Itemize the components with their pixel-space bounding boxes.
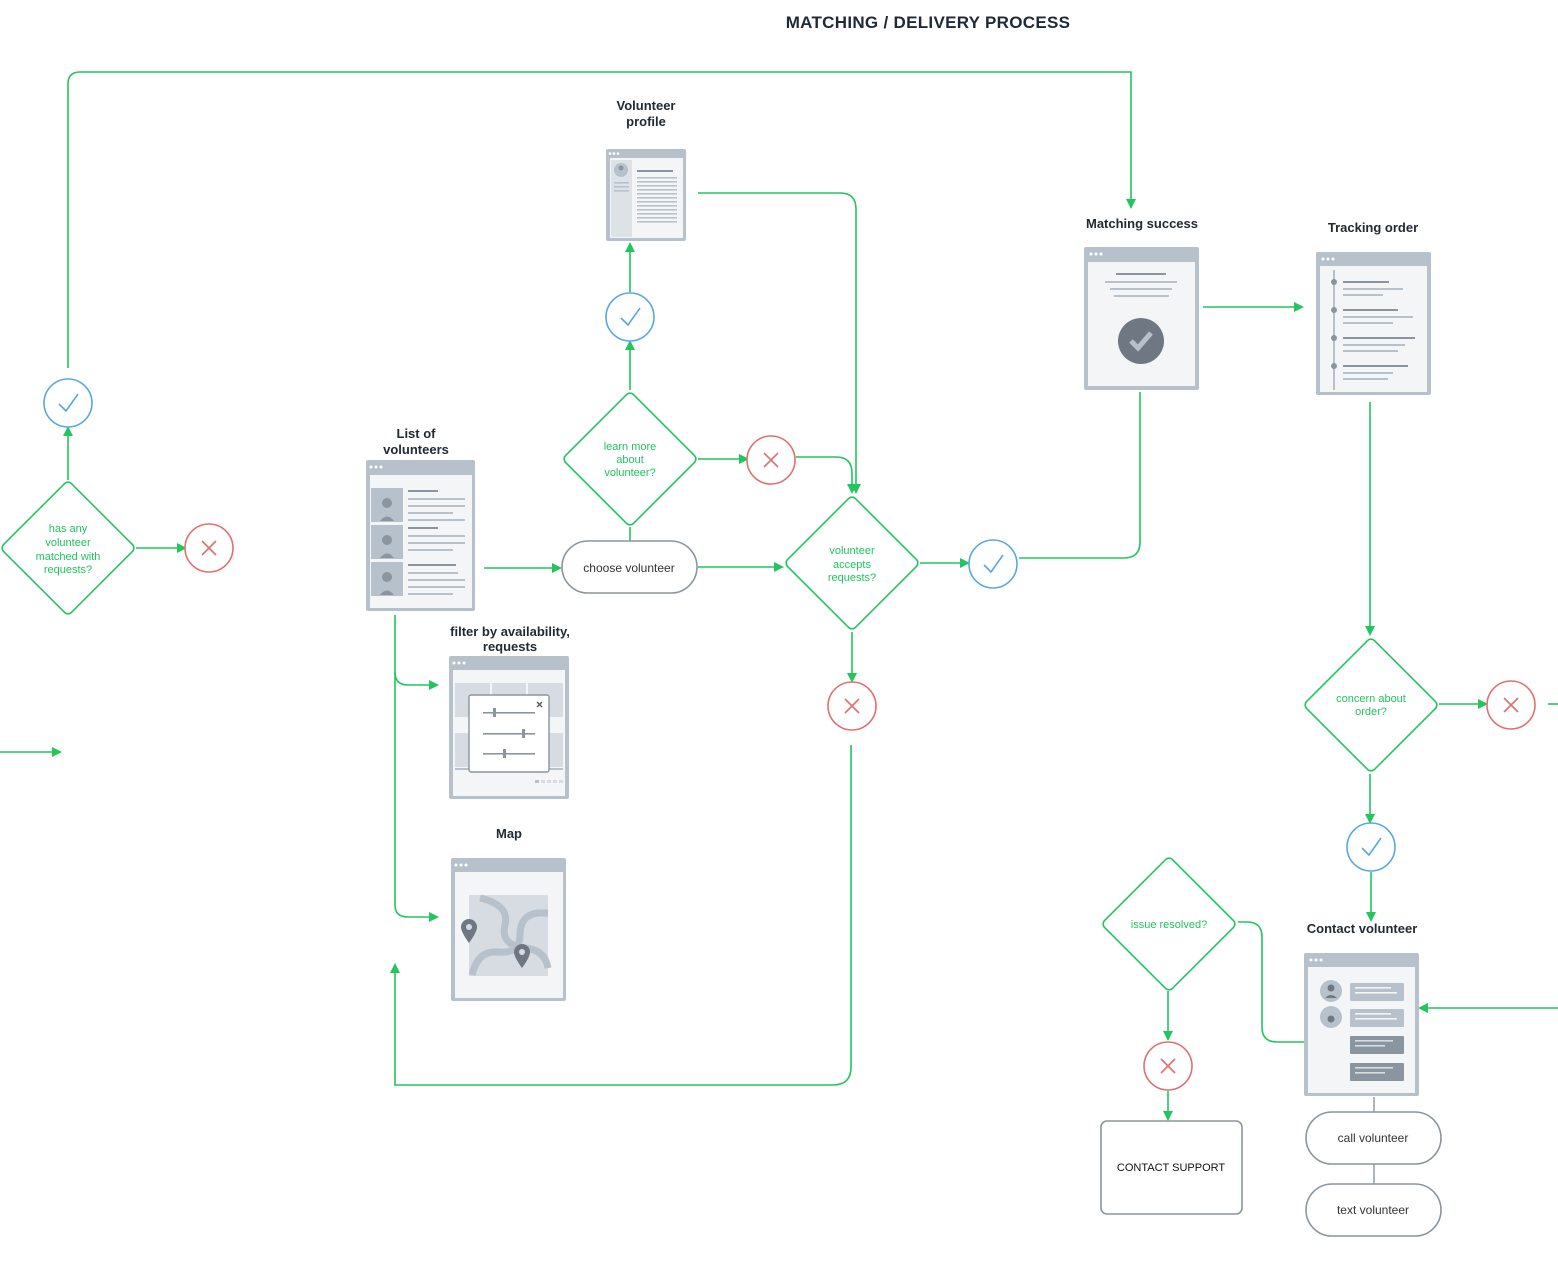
screen-label: profile <box>626 114 666 129</box>
list-of-volunteers-screen[interactable] <box>366 460 475 611</box>
connector <box>1019 392 1141 559</box>
pill-label: text volunteer <box>1337 1203 1409 1217</box>
contact-volunteer-screen[interactable] <box>1304 953 1419 1096</box>
choose-volunteer-pill[interactable]: choose volunteer <box>561 540 698 594</box>
check-circle-icon <box>605 292 655 342</box>
screen-label: Matching success <box>1086 216 1198 231</box>
decision-label: issue resolved? <box>1131 919 1207 931</box>
x-circle-icon <box>746 435 796 485</box>
success-check-icon <box>1118 318 1164 364</box>
contact-support-box[interactable]: CONTACT SUPPORT <box>1100 1120 1243 1215</box>
connector-loop-back <box>390 745 852 1086</box>
decision-issue-resolved: issue resolved? <box>1102 857 1236 991</box>
screen-label: Volunteer <box>617 98 676 113</box>
connector-top-loop <box>67 71 1136 368</box>
decision-label: requests? <box>44 564 92 576</box>
tracking-order-screen[interactable] <box>1316 252 1431 395</box>
box-label: CONTACT SUPPORT <box>1117 1162 1225 1174</box>
connector <box>698 192 861 494</box>
x-circle-icon <box>184 523 234 573</box>
connector <box>796 456 857 494</box>
screen-label: List of <box>397 426 437 441</box>
volunteer-profile-screen[interactable] <box>606 149 686 241</box>
filter-screen[interactable] <box>449 656 569 799</box>
decision-label: about <box>616 454 644 466</box>
decision-has-any-volunteer: has any volunteer matched with requests? <box>1 481 135 615</box>
page-title: MATCHING / DELIVERY PROCESS <box>786 13 1071 32</box>
screen-label: Contact volunteer <box>1307 921 1418 936</box>
decision-label: volunteer <box>829 545 875 557</box>
connector <box>394 672 439 922</box>
decision-label: learn more <box>604 441 657 453</box>
map-screen[interactable] <box>451 858 566 1001</box>
decision-label: order? <box>1355 706 1387 718</box>
check-circle-icon <box>968 539 1018 589</box>
decision-label: has any <box>49 523 88 535</box>
decision-label: matched with <box>36 551 101 563</box>
decision-label: volunteer? <box>604 467 655 479</box>
screen-label: requests <box>483 639 537 654</box>
screen-label: filter by availability, <box>450 624 570 639</box>
screen-label: Map <box>496 826 522 841</box>
decision-learn-more: learn more about volunteer? <box>563 392 697 526</box>
x-circle-icon <box>1143 1041 1193 1091</box>
screen-label: Tracking order <box>1328 220 1418 235</box>
map-pin-icon <box>514 944 530 968</box>
matching-success-screen[interactable] <box>1084 247 1199 390</box>
pill-label: call volunteer <box>1338 1131 1409 1145</box>
check-circle-icon <box>1346 822 1396 872</box>
decision-label: requests? <box>828 572 876 584</box>
decision-concern-about-order: concern about order? <box>1304 638 1438 772</box>
map-pin-icon <box>461 919 477 943</box>
screen-label: volunteers <box>383 442 449 457</box>
x-circle-icon <box>1486 680 1536 730</box>
decision-label: concern about <box>1336 693 1406 705</box>
connector <box>394 615 439 690</box>
pill-label: choose volunteer <box>583 561 674 575</box>
check-circle-icon <box>43 378 93 428</box>
x-circle-icon <box>827 681 877 731</box>
text-volunteer-pill[interactable]: text volunteer <box>1305 1183 1442 1237</box>
connector <box>1238 921 1310 1043</box>
connectors <box>0 71 1558 1184</box>
decision-volunteer-accepts: volunteer accepts requests? <box>785 496 919 630</box>
call-volunteer-pill[interactable]: call volunteer <box>1305 1111 1442 1165</box>
decision-label: accepts <box>833 559 871 571</box>
decision-label: volunteer <box>45 537 91 549</box>
